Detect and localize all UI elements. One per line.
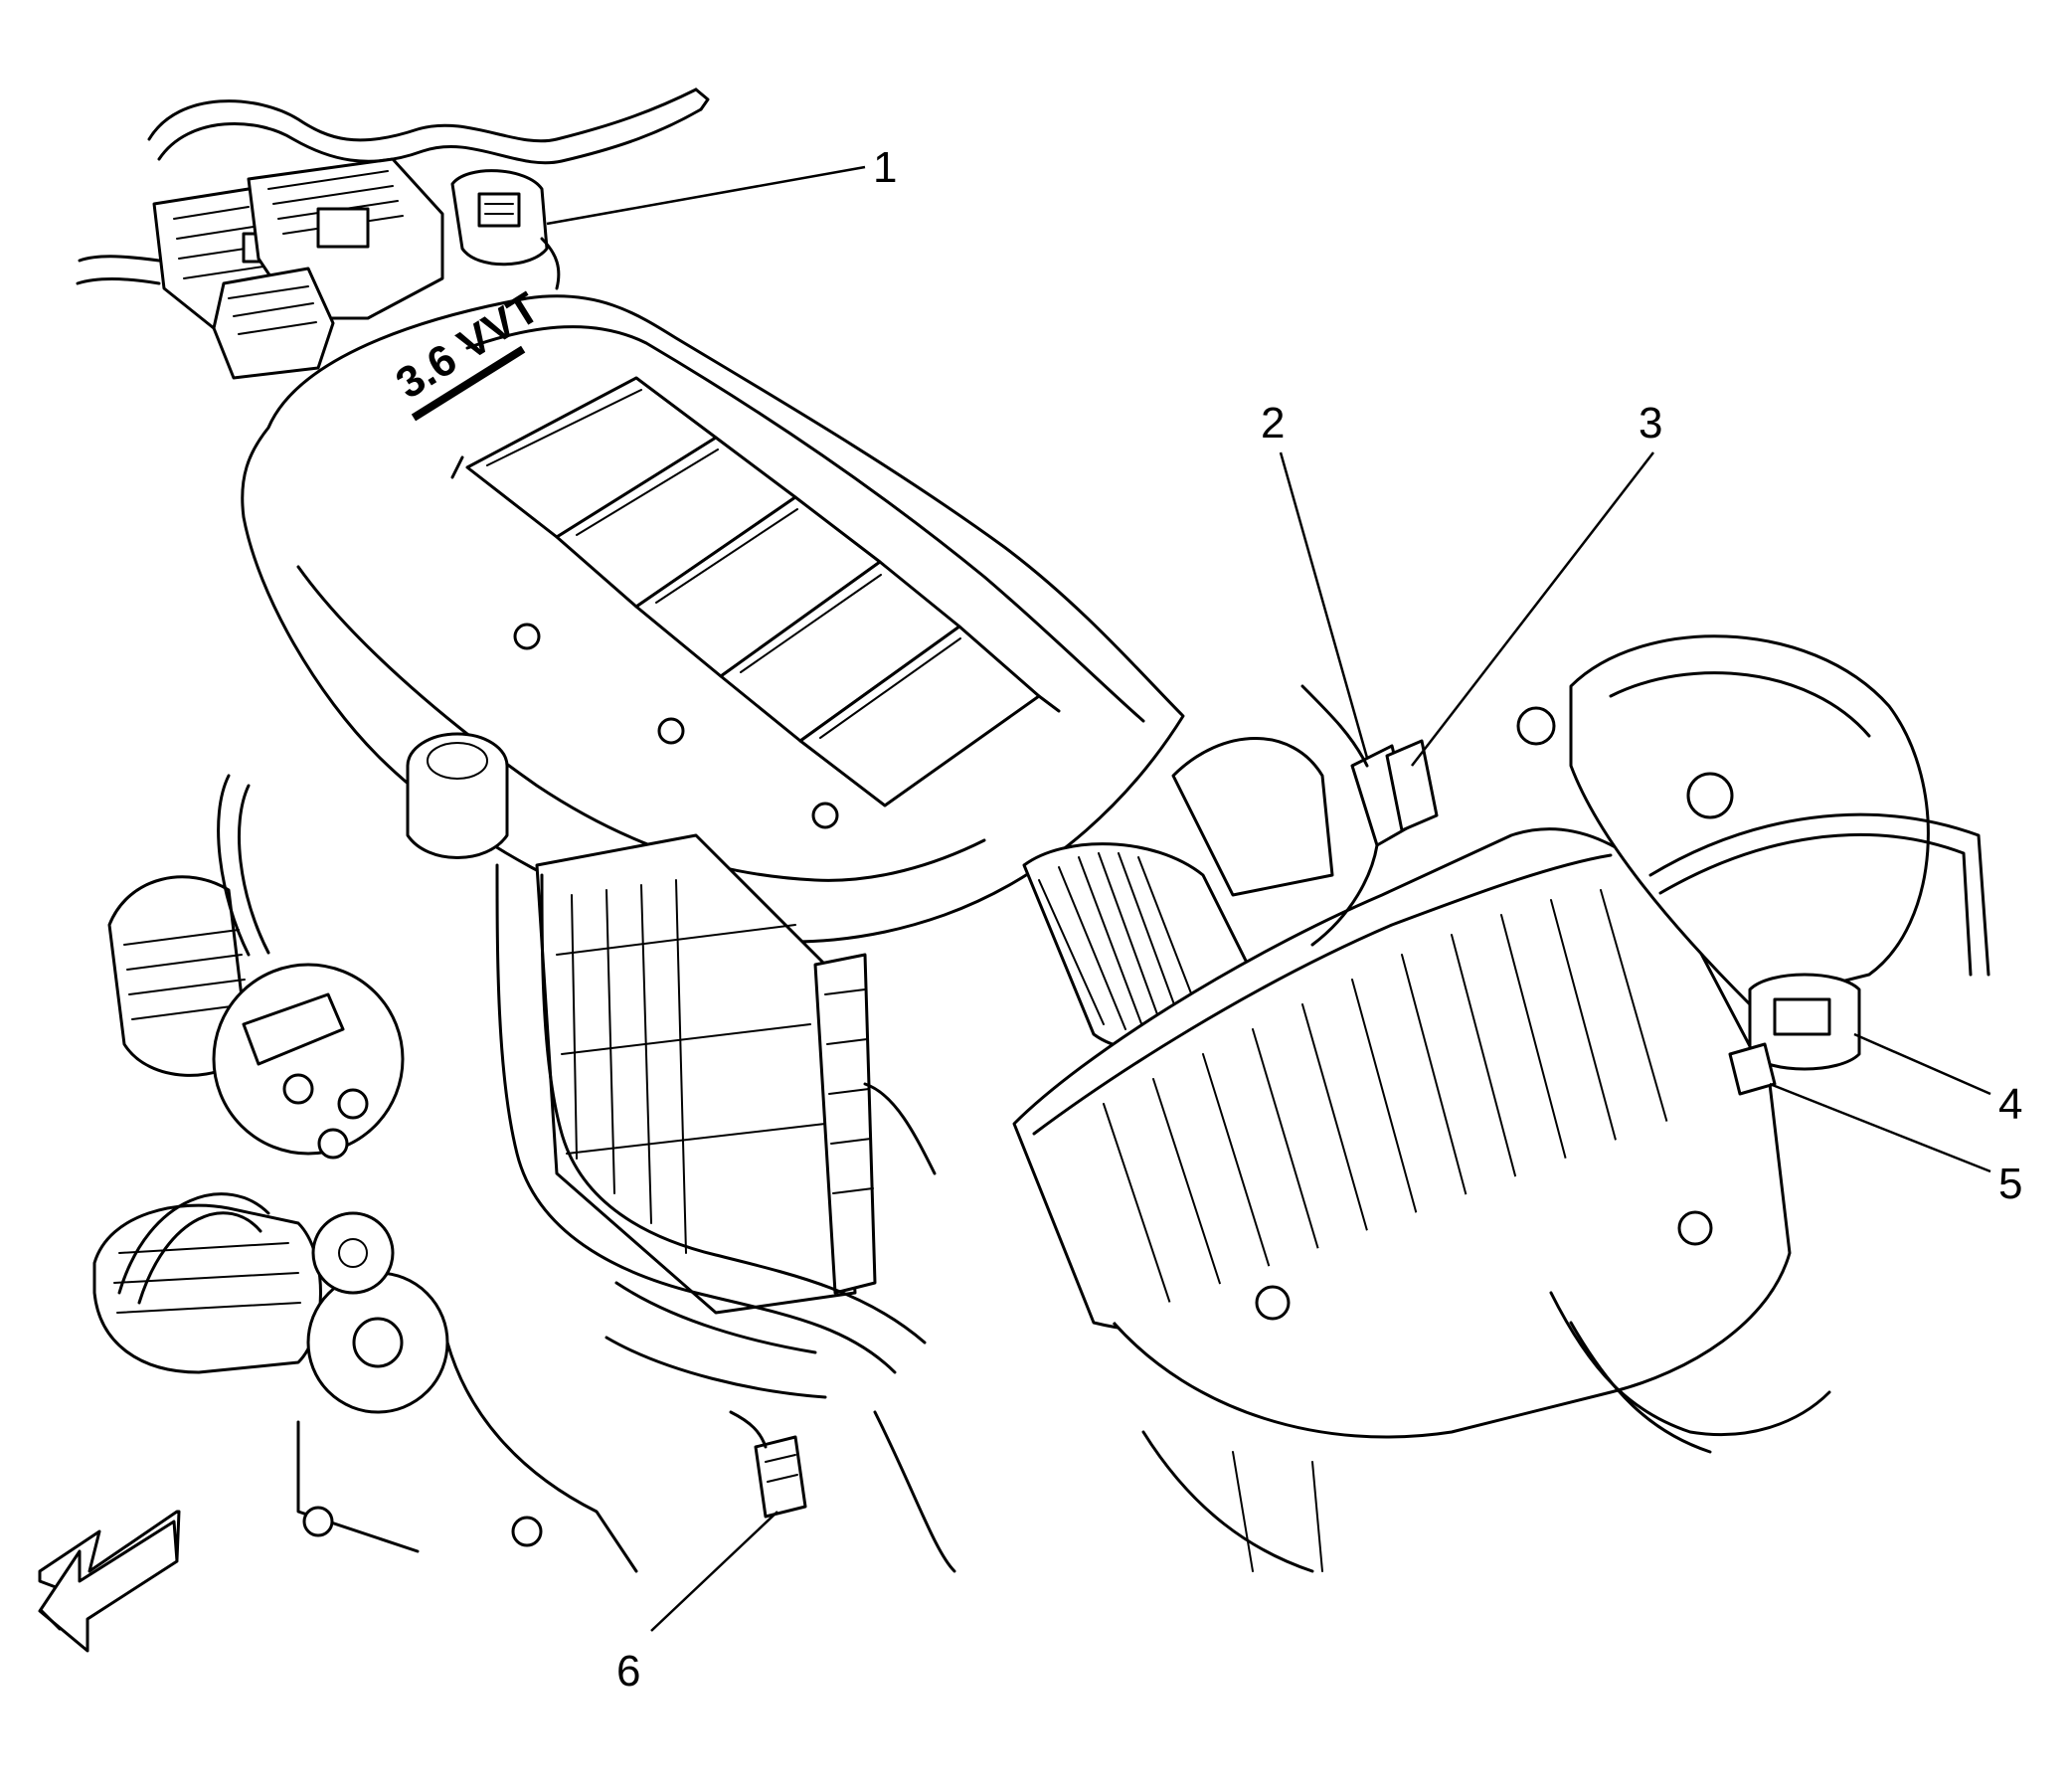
lower-engine	[296, 1291, 1831, 1573]
oil-fill-cap	[406, 732, 509, 859]
front-direction-arrow-icon	[38, 1510, 181, 1653]
air-cleaner-assembly	[1012, 827, 1792, 1572]
connector-c1	[450, 169, 561, 290]
callout-labels: 1 2 3 4 5 6	[616, 143, 2022, 1696]
callout-4: 4	[1998, 1080, 2022, 1129]
left-hoses	[117, 774, 270, 1305]
callout-2: 2	[1261, 399, 1285, 448]
callout-1: 1	[873, 143, 897, 192]
idler-pulley	[311, 1211, 395, 1295]
brake-booster	[1516, 634, 1990, 1006]
connector-c6	[729, 1410, 807, 1519]
power-steering-pump-pulley	[212, 963, 405, 1160]
leader-line-4	[1853, 1032, 1991, 1096]
coolant-hoses	[495, 863, 927, 1399]
callout-6: 6	[616, 1647, 640, 1696]
leader-line-2	[1279, 451, 1369, 759]
engine-control-module	[535, 833, 937, 1315]
ac-compressor	[92, 1203, 449, 1414]
callout-3: 3	[1639, 399, 1662, 448]
callout-5: 5	[1998, 1160, 2022, 1208]
connector-c2-c3	[1300, 684, 1439, 947]
connector-c5	[1728, 1042, 1777, 1096]
leader-line-3	[1411, 451, 1654, 767]
engine-cover: 3.6 VVT	[241, 283, 1185, 944]
harness-hoses-top	[76, 88, 710, 285]
fuse-block-center	[212, 157, 444, 380]
leader-lines	[546, 165, 1991, 1632]
leader-line-6	[650, 1511, 778, 1632]
leader-line-1	[546, 165, 866, 226]
leader-line-5	[1769, 1082, 1991, 1173]
connector-c4	[1748, 973, 1861, 1071]
